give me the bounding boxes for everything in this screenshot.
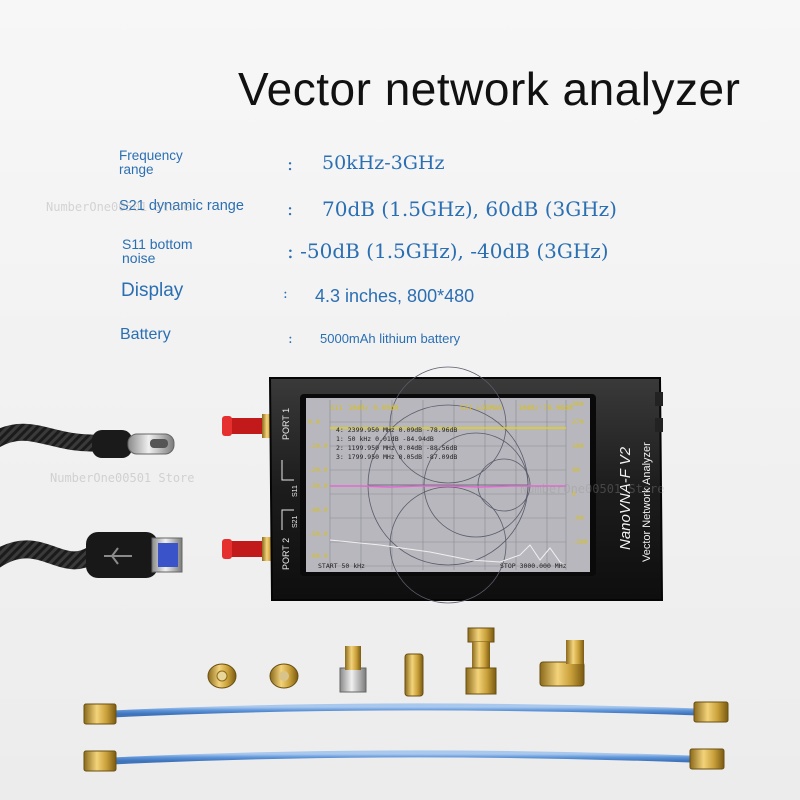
svg-text:0: 0 (572, 490, 576, 498)
svg-text:START 50 kHz: START 50 kHz (318, 562, 365, 570)
spec-label-frequency: Frequency range (119, 148, 183, 177)
svg-text:S11: S11 (330, 404, 343, 412)
spec-label-battery: Battery (120, 326, 171, 343)
usb-c-plug-body (92, 430, 132, 458)
svg-text:1: 50 kHz 0.01dB -84.9: 1: 50 kHz 0.01dB -84.94dB (336, 435, 434, 443)
watermark: NumberOne00501 Store (50, 471, 195, 485)
port1-red-cap (228, 418, 268, 434)
spec-value-s11: : -50dB (1.5GHz), -40dB (3GHz) (287, 239, 609, 263)
port1-label: PORT 1 (281, 408, 291, 440)
coax-cable-2 (83, 748, 725, 772)
spec-value-frequency: 50kHz-3GHz (322, 152, 445, 174)
usb-c-cable (0, 423, 107, 452)
spec-colon: : (287, 154, 294, 175)
port2-red-cap (228, 541, 268, 557)
spec-value-s21: 70dB (1.5GHz), 60dB (3GHz) (322, 197, 617, 221)
spec-label-s11: S11 bottom noise (122, 236, 193, 266)
svg-text:-10.0: -10.0 (308, 442, 328, 450)
svg-text:4: 2399.950 MHz 0.09dB -78.9: 4: 2399.950 MHz 0.09dB -78.96dB (336, 426, 457, 434)
spec-label-s21: S21 dynamic range (119, 198, 244, 214)
sma-adapters (207, 627, 585, 697)
s21-trace (329, 539, 567, 567)
page-title: Vector network analyzer (238, 63, 741, 115)
svg-text:360: 360 (572, 400, 584, 408)
svg-text:-40.0: -40.0 (308, 506, 328, 514)
svg-text:270: 270 (572, 418, 584, 426)
svg-text:-60.0: -60.0 (308, 552, 328, 560)
svg-text:180: 180 (572, 442, 584, 450)
smith-chart (367, 366, 531, 604)
svg-text:0.0: 0.0 (308, 418, 320, 426)
svg-text:2: 1199.950 MHz 0.04dB -88.5: 2: 1199.950 MHz 0.04dB -88.56dB (336, 444, 457, 452)
svg-text:S21 LOGMAG: S21 LOGMAG (460, 404, 502, 412)
spec-colon: : (287, 199, 294, 220)
svg-text:STOP 3000.000 MHz: STOP 3000.000 MHz (500, 562, 567, 570)
svg-text:-30.0: -30.0 (308, 482, 328, 490)
svg-text:10dB/ 0.09dB: 10dB/ 0.09dB (348, 404, 399, 412)
spec-value-battery: 5000mAh lithium battery (320, 331, 461, 346)
spec-label-display: Display (121, 280, 184, 301)
svg-text:S21: S21 (292, 515, 299, 528)
watermark: NumberOne00501 Store (520, 482, 665, 496)
s11-trace (330, 485, 566, 488)
spec-colon: : (288, 331, 293, 347)
svg-text:3: 1799.950 MHz 0.05dB -87.0: 3: 1799.950 MHz 0.05dB -87.09dB (336, 453, 457, 461)
svg-text:S11: S11 (292, 485, 299, 497)
svg-text:-50.0: -50.0 (308, 530, 328, 538)
coax-cable-1 (83, 701, 729, 725)
svg-text:-180: -180 (572, 538, 588, 546)
usb-a-cable (0, 540, 101, 570)
watermark: NumberOne00501 Store (46, 200, 191, 214)
spec-colon: : (283, 286, 288, 302)
spec-value-display: 4.3 inches, 800*480 (315, 286, 475, 306)
svg-text:10dB/-78.96dB: 10dB/-78.96dB (518, 404, 573, 412)
svg-text:-20.0: -20.0 (308, 466, 328, 474)
device-subtitle: Vector Network Analyzer (641, 442, 653, 562)
device-brand: NanoVNA-F V2 (617, 446, 634, 550)
port2-label: PORT 2 (281, 538, 291, 570)
svg-text:-90: -90 (572, 514, 584, 522)
svg-text:90: 90 (572, 466, 580, 474)
